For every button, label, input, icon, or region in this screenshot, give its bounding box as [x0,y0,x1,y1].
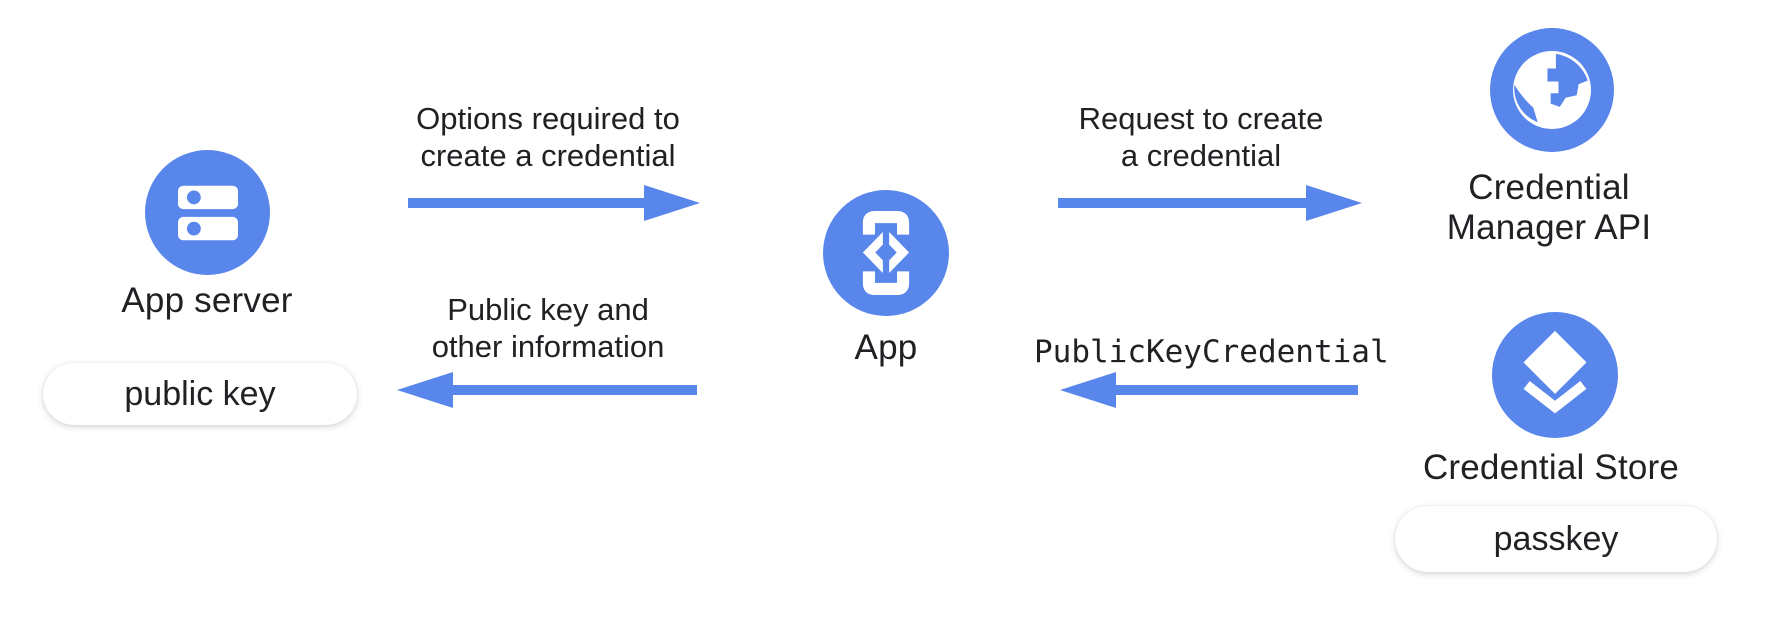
arrow-label-public-key-credential: PublicKeyCredential [1034,334,1389,370]
arrow-options-required [408,185,700,221]
arrow-head-left-icon [397,372,453,408]
credential-store-node [1492,312,1618,438]
arrow-public-key-credential [1060,372,1358,408]
arrow-head-left-icon [1060,372,1116,408]
arrow-head-right-icon [1306,185,1362,221]
credential-store-label: Credential Store [1422,448,1680,487]
app-server-node [145,150,270,275]
passkey-badge-label: passkey [1493,519,1619,558]
credential-manager-api-label: Credential Manager API [1446,168,1652,247]
app-node [823,190,949,316]
public-key-badge-label: public key [124,374,276,413]
phone-code-icon [862,211,910,295]
arrow-label-request-create: Request to create a credential [1078,101,1324,173]
app-server-label: App server [121,281,293,320]
server-icon [177,185,238,240]
arrow-shaft [445,385,697,395]
arrow-shaft [1058,198,1314,208]
arrow-request-create [1058,185,1362,221]
arrow-head-right-icon [644,185,700,221]
arrow-public-key-info [397,372,697,408]
globe-icon [1513,51,1591,129]
arrow-shaft [408,198,652,208]
passkey-badge: passkey [1395,506,1717,572]
app-label: App [854,328,918,367]
public-key-badge: public key [43,363,357,425]
arrow-label-public-key-info: Public key and other information [431,292,665,364]
layers-icon [1523,330,1587,414]
arrow-label-options-required: Options required to create a credential [416,101,680,173]
arrow-shaft [1108,385,1358,395]
credential-manager-api-node [1490,28,1614,152]
